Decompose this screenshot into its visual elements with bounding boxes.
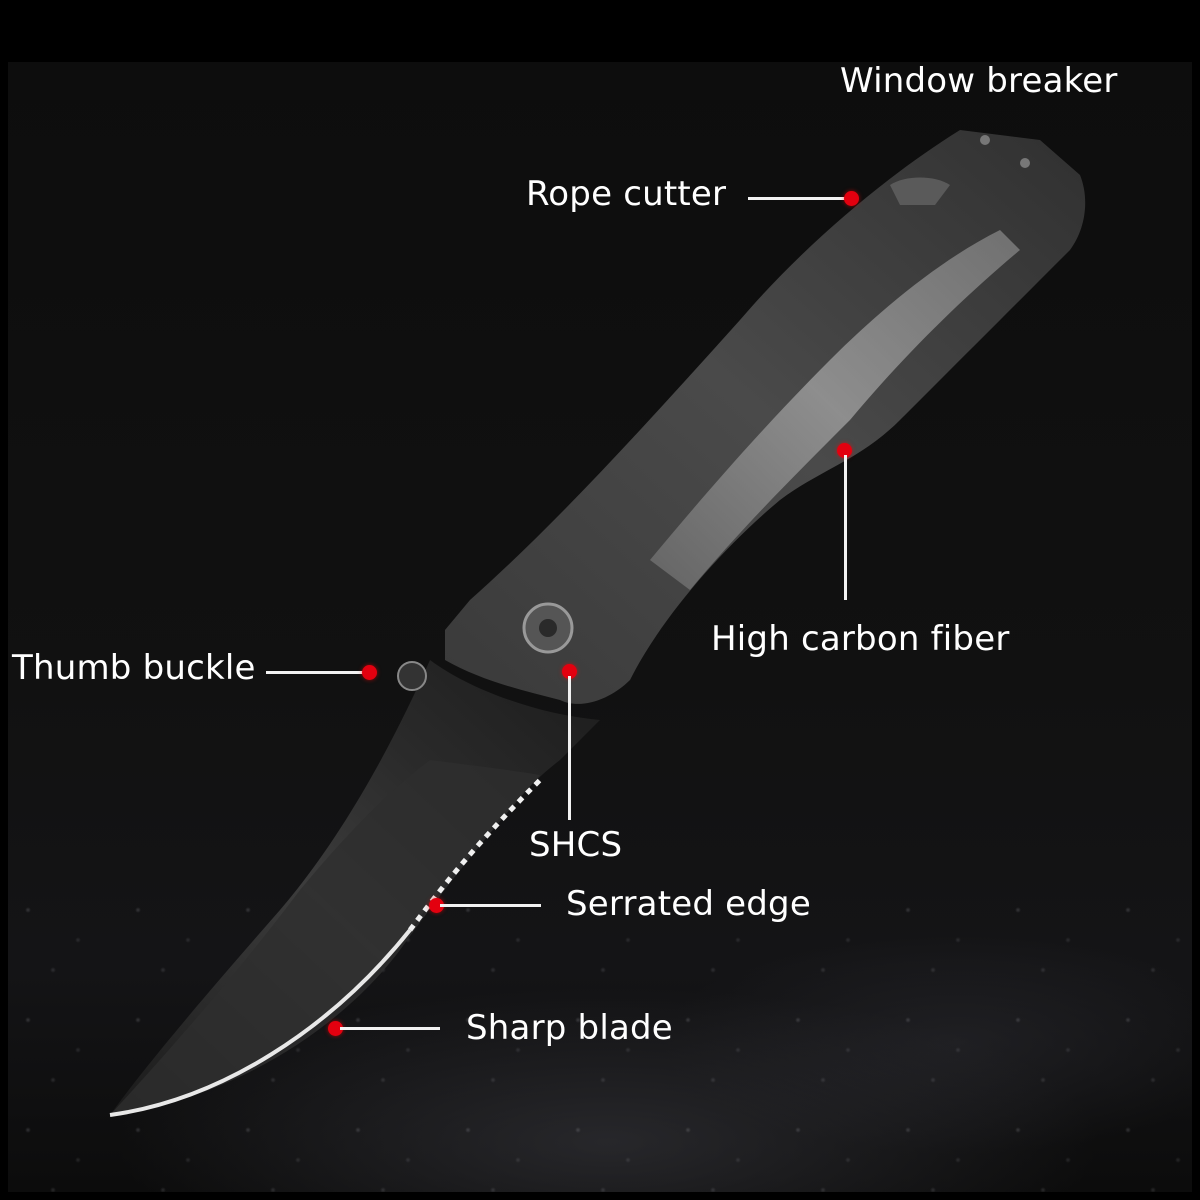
callout-sharp-blade-marker: [328, 1021, 343, 1036]
callout-thumb-buckle-marker: [362, 665, 377, 680]
callout-high-carbon-fiber-leader-line: [844, 455, 847, 600]
callout-rope-cutter-leader-line: [748, 197, 848, 200]
callout-thumb-buckle-leader-line: [266, 671, 366, 674]
callout-window-breaker-label: Window breaker: [840, 61, 1118, 101]
callout-thumb-buckle-label: Thumb buckle: [12, 648, 256, 688]
callout-high-carbon-fiber-label: High carbon fiber: [711, 619, 1010, 659]
callout-serrated-edge-label: Serrated edge: [566, 884, 811, 924]
callout-serrated-edge-marker: [429, 898, 444, 913]
handle: [397, 130, 1086, 704]
callout-rope-cutter-marker: [844, 191, 859, 206]
blade: [109, 660, 600, 1117]
callout-shcs-label: SHCS: [529, 825, 623, 865]
callout-serrated-edge-leader-line: [440, 904, 541, 907]
callout-rope-cutter-label: Rope cutter: [526, 174, 727, 214]
callout-sharp-blade-leader-line: [340, 1027, 440, 1030]
callout-shcs-marker: [562, 664, 577, 679]
callout-high-carbon-fiber-marker: [837, 443, 852, 458]
callout-shcs-leader-line: [568, 676, 571, 820]
callout-sharp-blade-label: Sharp blade: [466, 1008, 673, 1048]
